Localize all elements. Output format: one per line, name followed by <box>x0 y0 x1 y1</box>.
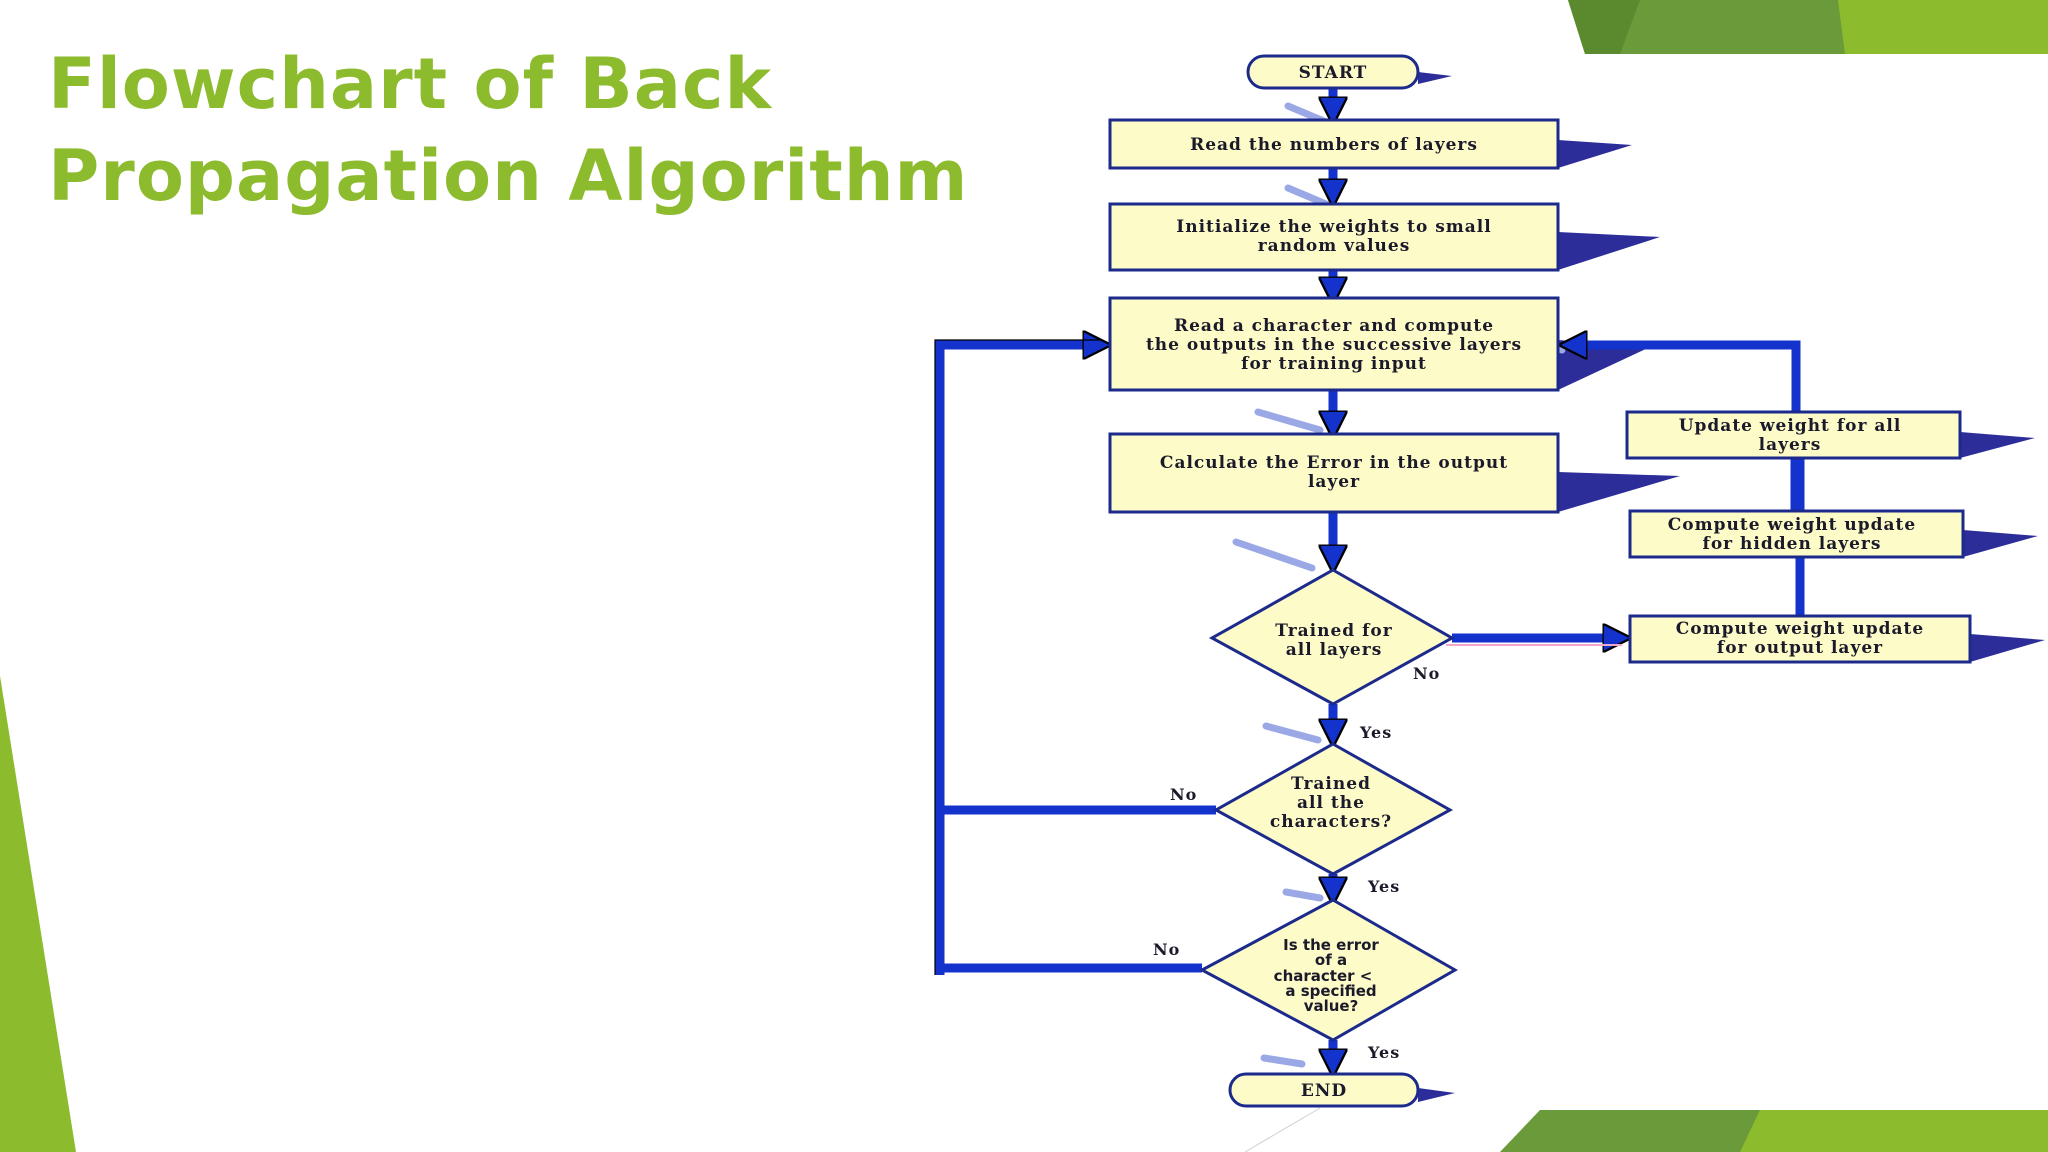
error-check-line-2: of a <box>1315 951 1347 969</box>
swoosh-2 <box>1284 184 1330 208</box>
label-yes-trained-chars: Yes <box>1367 877 1400 896</box>
end-shadow <box>1418 1088 1455 1102</box>
calc-error-box <box>1108 432 1560 514</box>
start-shadow <box>1418 72 1452 84</box>
read-char-box <box>1108 296 1560 392</box>
hidden-update-box <box>1628 509 1965 559</box>
deco-top-right-light <box>1838 0 2048 54</box>
error-check-line-5: value? <box>1304 997 1359 1015</box>
calc-error-line-2: layer <box>1308 472 1360 492</box>
trained-layers-line-1: Trained for <box>1275 621 1392 641</box>
read-layers-box <box>1108 118 1560 170</box>
trained-chars-line-1: Trained <box>1291 774 1371 794</box>
start-terminal <box>1246 54 1420 90</box>
calc-error-shadow <box>1558 472 1680 512</box>
deco-top-right-dark <box>1568 0 1640 54</box>
swoosh-7 <box>1260 1054 1306 1068</box>
swoosh-4 <box>1232 538 1316 572</box>
label-no-trained-chars: No <box>1170 785 1197 804</box>
slide-title-line-2: Propagation Algorithm <box>48 135 969 217</box>
label-no-trained-layers: No <box>1413 664 1440 683</box>
hidden-update-line-2: for hidden layers <box>1703 534 1882 554</box>
trained-chars-diamond <box>1212 742 1454 876</box>
read-char-line-1: Read a character and compute <box>1174 316 1494 336</box>
trained-chars-line-3: characters? <box>1270 812 1392 832</box>
calc-error-line-1: Calculate the Error in the output <box>1160 453 1508 473</box>
output-update-box <box>1628 614 1972 664</box>
left-loop-outline <box>934 339 1100 975</box>
hidden-update-shadow <box>1963 530 2038 557</box>
slide-title: Flowchart of Back Propagation Algorithm <box>48 38 969 222</box>
label-no-error-check: No <box>1153 940 1180 959</box>
deco-bottom-right-light <box>1740 1110 2048 1152</box>
arrow-update-loop-back <box>1570 345 1801 418</box>
error-check-line-1: Is the error <box>1283 936 1379 954</box>
arrow-left-loop <box>935 345 1100 975</box>
trained-layers-line-2: all layers <box>1286 640 1383 660</box>
swoosh-5 <box>1262 722 1322 744</box>
read-char-line-2: the outputs in the successive layers <box>1146 335 1522 355</box>
output-update-line-2: for output layer <box>1717 638 1883 658</box>
read-layers-shadow <box>1558 140 1632 168</box>
output-update-line-1: Compute weight update <box>1676 619 1924 639</box>
swoosh-3 <box>1254 408 1324 434</box>
error-check-diamond <box>1198 898 1459 1042</box>
error-check-line-4: a specified <box>1285 982 1376 1000</box>
deco-left-green-triangle <box>0 676 76 1152</box>
output-update-shadow <box>1970 634 2045 662</box>
flow-nodes <box>1108 54 1972 1108</box>
hidden-update-line-1: Compute weight update <box>1668 515 1916 535</box>
trained-layers-diamond <box>1208 568 1456 706</box>
slide-title-line-1: Flowchart of Back <box>48 43 773 125</box>
connector-outlines <box>934 339 1100 975</box>
update-weight-box <box>1625 410 1962 460</box>
error-check-line-3: character < <box>1274 967 1373 985</box>
update-weight-line-2: layers <box>1759 435 1822 455</box>
read-layers-label: Read the numbers of layers <box>1190 135 1478 155</box>
start-label: START <box>1299 63 1368 83</box>
deco-thin-line <box>1244 1107 1321 1152</box>
swoosh-6 <box>1282 888 1324 902</box>
update-weight-line-1: Update weight for all <box>1679 416 1902 436</box>
end-terminal <box>1228 1072 1420 1108</box>
trained-chars-line-2: all the <box>1297 793 1365 813</box>
read-char-line-3: for training input <box>1241 354 1427 374</box>
init-weights-shadow <box>1558 232 1660 270</box>
label-yes-trained-layers: Yes <box>1359 723 1392 742</box>
update-weight-shadow <box>1960 432 2035 458</box>
init-weights-box <box>1108 202 1560 272</box>
init-weights-line-2: random values <box>1258 236 1411 256</box>
end-label: END <box>1301 1081 1347 1101</box>
init-weights-line-1: Initialize the weights to small <box>1176 217 1491 237</box>
label-yes-error-check: Yes <box>1367 1043 1400 1062</box>
